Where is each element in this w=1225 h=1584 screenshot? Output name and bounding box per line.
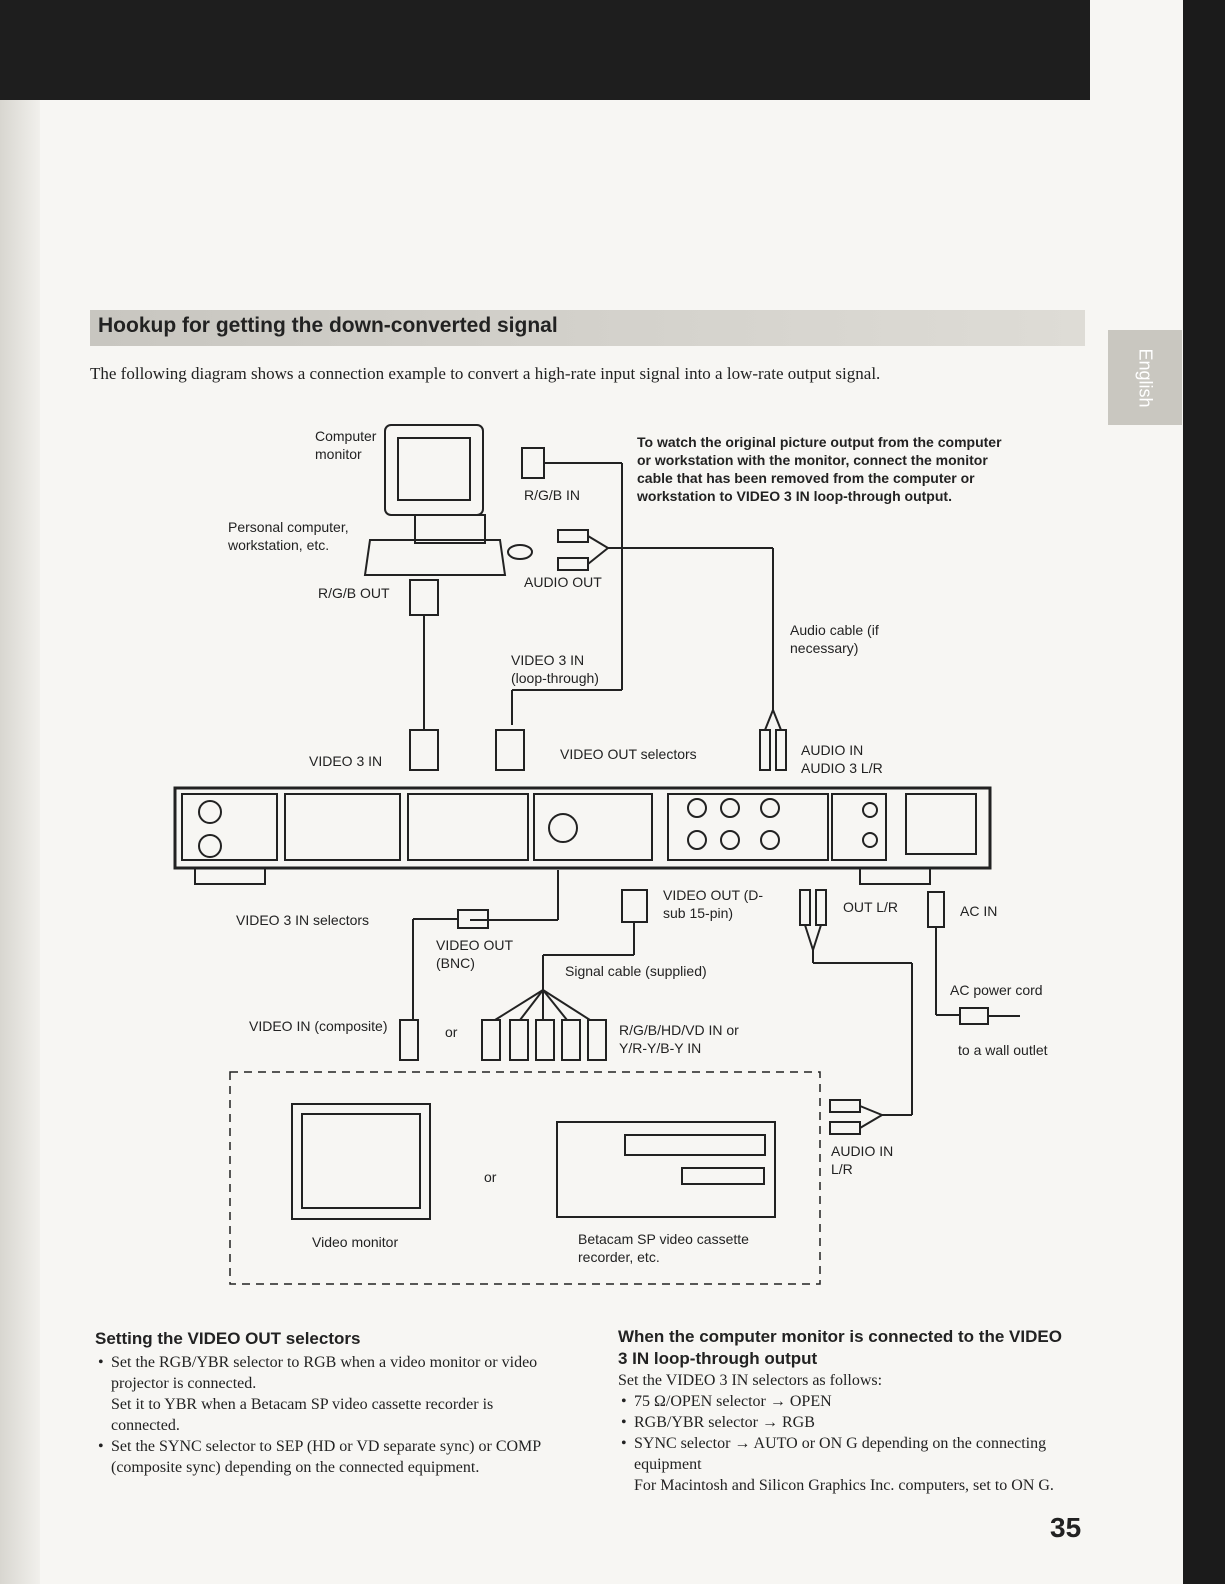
right-column: When the computer monitor is connected t…: [618, 1326, 1068, 1496]
label-monitor-note: To watch the original picture output fro…: [637, 434, 1002, 504]
section-title: Hookup for getting the down-converted si…: [98, 314, 558, 337]
page-spine-shadow: [0, 100, 40, 1584]
label-video-out-dsub: VIDEO OUT (D-sub 15-pin): [663, 887, 764, 921]
video-monitor-shape: [291, 1103, 431, 1220]
audio-out-plug-2: [557, 557, 589, 571]
label-or-2: or: [484, 1169, 497, 1185]
label-computer-monitor: Computer monitor: [315, 428, 377, 462]
label-video3-selectors: VIDEO 3 IN selectors: [236, 912, 370, 928]
audio-out-plug-1: [557, 529, 589, 543]
converter-unit-rear: [173, 786, 992, 870]
label-video-out-bnc: VIDEO OUT (BNC): [436, 937, 513, 971]
label-video3-loop: VIDEO 3 IN (loop-through): [511, 652, 599, 686]
label-rgb-in: R/G/B IN: [524, 487, 581, 503]
label-ac-power-cord: AC power cord: [950, 982, 1043, 998]
label-rgb-hdvd-in: R/G/B/HD/VD IN or Y/R-Y/B-Y IN: [619, 1022, 739, 1056]
label-wall-outlet: to a wall outlet: [958, 1042, 1048, 1058]
left-heading: Setting the VIDEO OUT selectors: [95, 1329, 361, 1348]
right-edge-band: [1183, 0, 1225, 1584]
label-video-in-composite: VIDEO IN (composite): [249, 1018, 388, 1034]
language-tab: English: [1108, 330, 1182, 425]
right-item-2: RGB/YBR selector → RGB: [621, 1412, 1068, 1433]
section-intro: The following diagram shows a connection…: [90, 364, 881, 383]
left-column: Setting the VIDEO OUT selectors Set the …: [95, 1328, 555, 1478]
right-item-3-text: SYNC selector → AUTO or ON G depending o…: [634, 1435, 1047, 1473]
connection-diagram: [173, 424, 1020, 1285]
left-bullet-1: Set the RGB/YBR selector to RGB when a v…: [98, 1352, 555, 1436]
rgb-out-connector: [409, 579, 439, 616]
label-video-out-selectors: VIDEO OUT selectors: [560, 746, 697, 762]
left-bullet-2-text: Set the SYNC selector to SEP (HD or VD s…: [111, 1438, 541, 1476]
label-audio-out: AUDIO OUT: [524, 574, 602, 590]
label-audio-cable: Audio cable (if necessary): [790, 622, 879, 656]
dsub-out-connector: [621, 889, 648, 923]
section-title-bar: [90, 310, 1085, 346]
mouse-shape: [507, 544, 533, 560]
label-audio-in-lr: AUDIO IN L/R: [831, 1143, 894, 1177]
left-list: Set the RGB/YBR selector to RGB when a v…: [95, 1352, 555, 1478]
betacam-shape: [556, 1121, 776, 1218]
label-audio-in-3: AUDIO IN AUDIO 3 L/R: [801, 742, 883, 776]
header-band: [0, 0, 1090, 100]
language-tab-label: English: [1135, 347, 1156, 408]
rgb-in-connector: [521, 447, 545, 479]
equipment-box: [229, 1071, 821, 1285]
ac-plug: [927, 891, 945, 928]
label-or-1: or: [445, 1024, 458, 1040]
label-ac-in: AC IN: [960, 903, 998, 919]
label-signal-cable: Signal cable (supplied): [565, 963, 707, 979]
right-item-3: SYNC selector → AUTO or ON G depending o…: [621, 1433, 1068, 1496]
keyboard-shape: [363, 539, 507, 576]
page-number: 35: [1050, 1512, 1082, 1543]
left-bullet-1-text: Set the RGB/YBR selector to RGB when a v…: [111, 1354, 538, 1392]
composite-bnc-connector: [399, 1019, 419, 1061]
right-item-1: 75 Ω/OPEN selector → OPEN: [621, 1391, 1068, 1412]
wall-plug: [959, 1007, 989, 1025]
label-betacam: Betacam SP video cassette recorder, etc.: [578, 1231, 749, 1265]
label-video3-in: VIDEO 3 IN: [309, 753, 383, 769]
left-bullet-2: Set the SYNC selector to SEP (HD or VD s…: [98, 1436, 555, 1478]
label-out-lr: OUT L/R: [843, 899, 898, 915]
label-rgb-out: R/G/B OUT: [318, 585, 390, 601]
video3-in-connector: [409, 729, 439, 771]
right-item-3b-text: For Macintosh and Silicon Graphics Inc. …: [634, 1477, 1054, 1494]
label-video-monitor: Video monitor: [312, 1234, 399, 1250]
loop-through-connector: [495, 729, 525, 771]
label-personal-computer: Personal computer, workstation, etc.: [228, 519, 349, 553]
right-intro: Set the VIDEO 3 IN selectors as follows:: [618, 1372, 883, 1389]
right-heading: When the computer monitor is connected t…: [618, 1327, 1062, 1368]
right-list: 75 Ω/OPEN selector → OPEN RGB/YBR select…: [618, 1391, 1068, 1496]
left-bullet-1b-text: Set it to YBR when a Betacam SP video ca…: [111, 1396, 494, 1434]
